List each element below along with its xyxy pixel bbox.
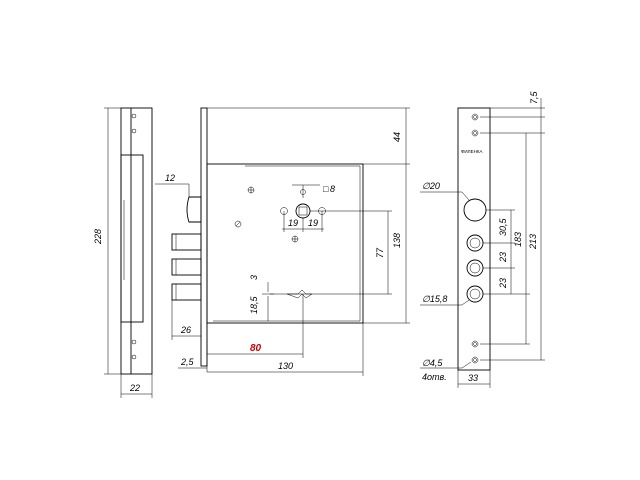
- dim-height-total: 228: [93, 229, 103, 245]
- body-case: [206, 163, 364, 324]
- screw-mark: [234, 220, 242, 228]
- dim-spindle-bottom: 77: [375, 247, 385, 258]
- dim-183: 183: [513, 232, 523, 247]
- dim-backset: 80: [250, 343, 262, 354]
- hole-bolt-1: [466, 234, 484, 252]
- dim-spacing-right: 19: [308, 218, 318, 228]
- strike-plate-outline: [457, 107, 491, 371]
- dim-offset: 2,5: [180, 357, 195, 367]
- screw-hole: [131, 128, 137, 134]
- strike-plate-view: ФИЛЕНКА ∅20 ∅15,8 ∅4,5 4отв. 33: [420, 90, 545, 388]
- dim-213: 213: [528, 234, 538, 250]
- bolt-3: [171, 283, 202, 301]
- hole-large: [463, 198, 487, 222]
- screw-hole: [131, 339, 137, 345]
- dim-spacing-left: 19: [288, 218, 298, 228]
- brand-plate-label: ФИЛЕНКА: [461, 149, 482, 154]
- dim-hole-small: ∅4,5: [422, 358, 443, 368]
- dim-square-prefix: □: [323, 184, 329, 194]
- dim-faceplate-width: 33: [468, 373, 478, 383]
- bolt-1: [171, 233, 202, 251]
- dim-23-a: 23: [498, 252, 508, 263]
- dim-30-5: 30,5: [498, 217, 508, 236]
- latch-bolt: [186, 196, 202, 223]
- spindle-hub: [295, 203, 311, 219]
- dim-body-length: 130: [278, 361, 293, 371]
- lock-body-view: □ 8 19 19 3 18,5 12 26 2,5: [155, 107, 410, 376]
- dim-hole-bolt: ∅15,8: [422, 294, 447, 304]
- faceplate-outline: [120, 107, 153, 375]
- dim-square: 8: [330, 184, 335, 194]
- body-faceplate: [200, 107, 208, 367]
- faceplate-inner: [120, 154, 144, 323]
- dim-top-hole: 7,5: [529, 90, 539, 104]
- dim-thickness: 3: [249, 275, 259, 280]
- dim-hole-large: ∅20: [422, 181, 440, 191]
- dim-body-height: 138: [392, 233, 402, 248]
- screw-hole: [131, 113, 137, 119]
- holes-count: 4отв.: [422, 372, 447, 382]
- hole-bolt-2: [466, 259, 484, 277]
- bolt-2: [171, 258, 202, 276]
- screw-hole: [131, 354, 137, 360]
- dim-23-b: 23: [498, 278, 508, 289]
- dim-top-offset: 44: [392, 132, 402, 142]
- dim-latch-offset: 12: [165, 173, 175, 183]
- dim-width-faceplate: 22: [129, 383, 140, 393]
- hole-bolt-3: [466, 285, 484, 303]
- dim-keyhole-offset: 18,5: [249, 295, 259, 314]
- faceplate-side-view: 228 22: [93, 107, 153, 398]
- dim-bolt-projection: 26: [180, 325, 191, 335]
